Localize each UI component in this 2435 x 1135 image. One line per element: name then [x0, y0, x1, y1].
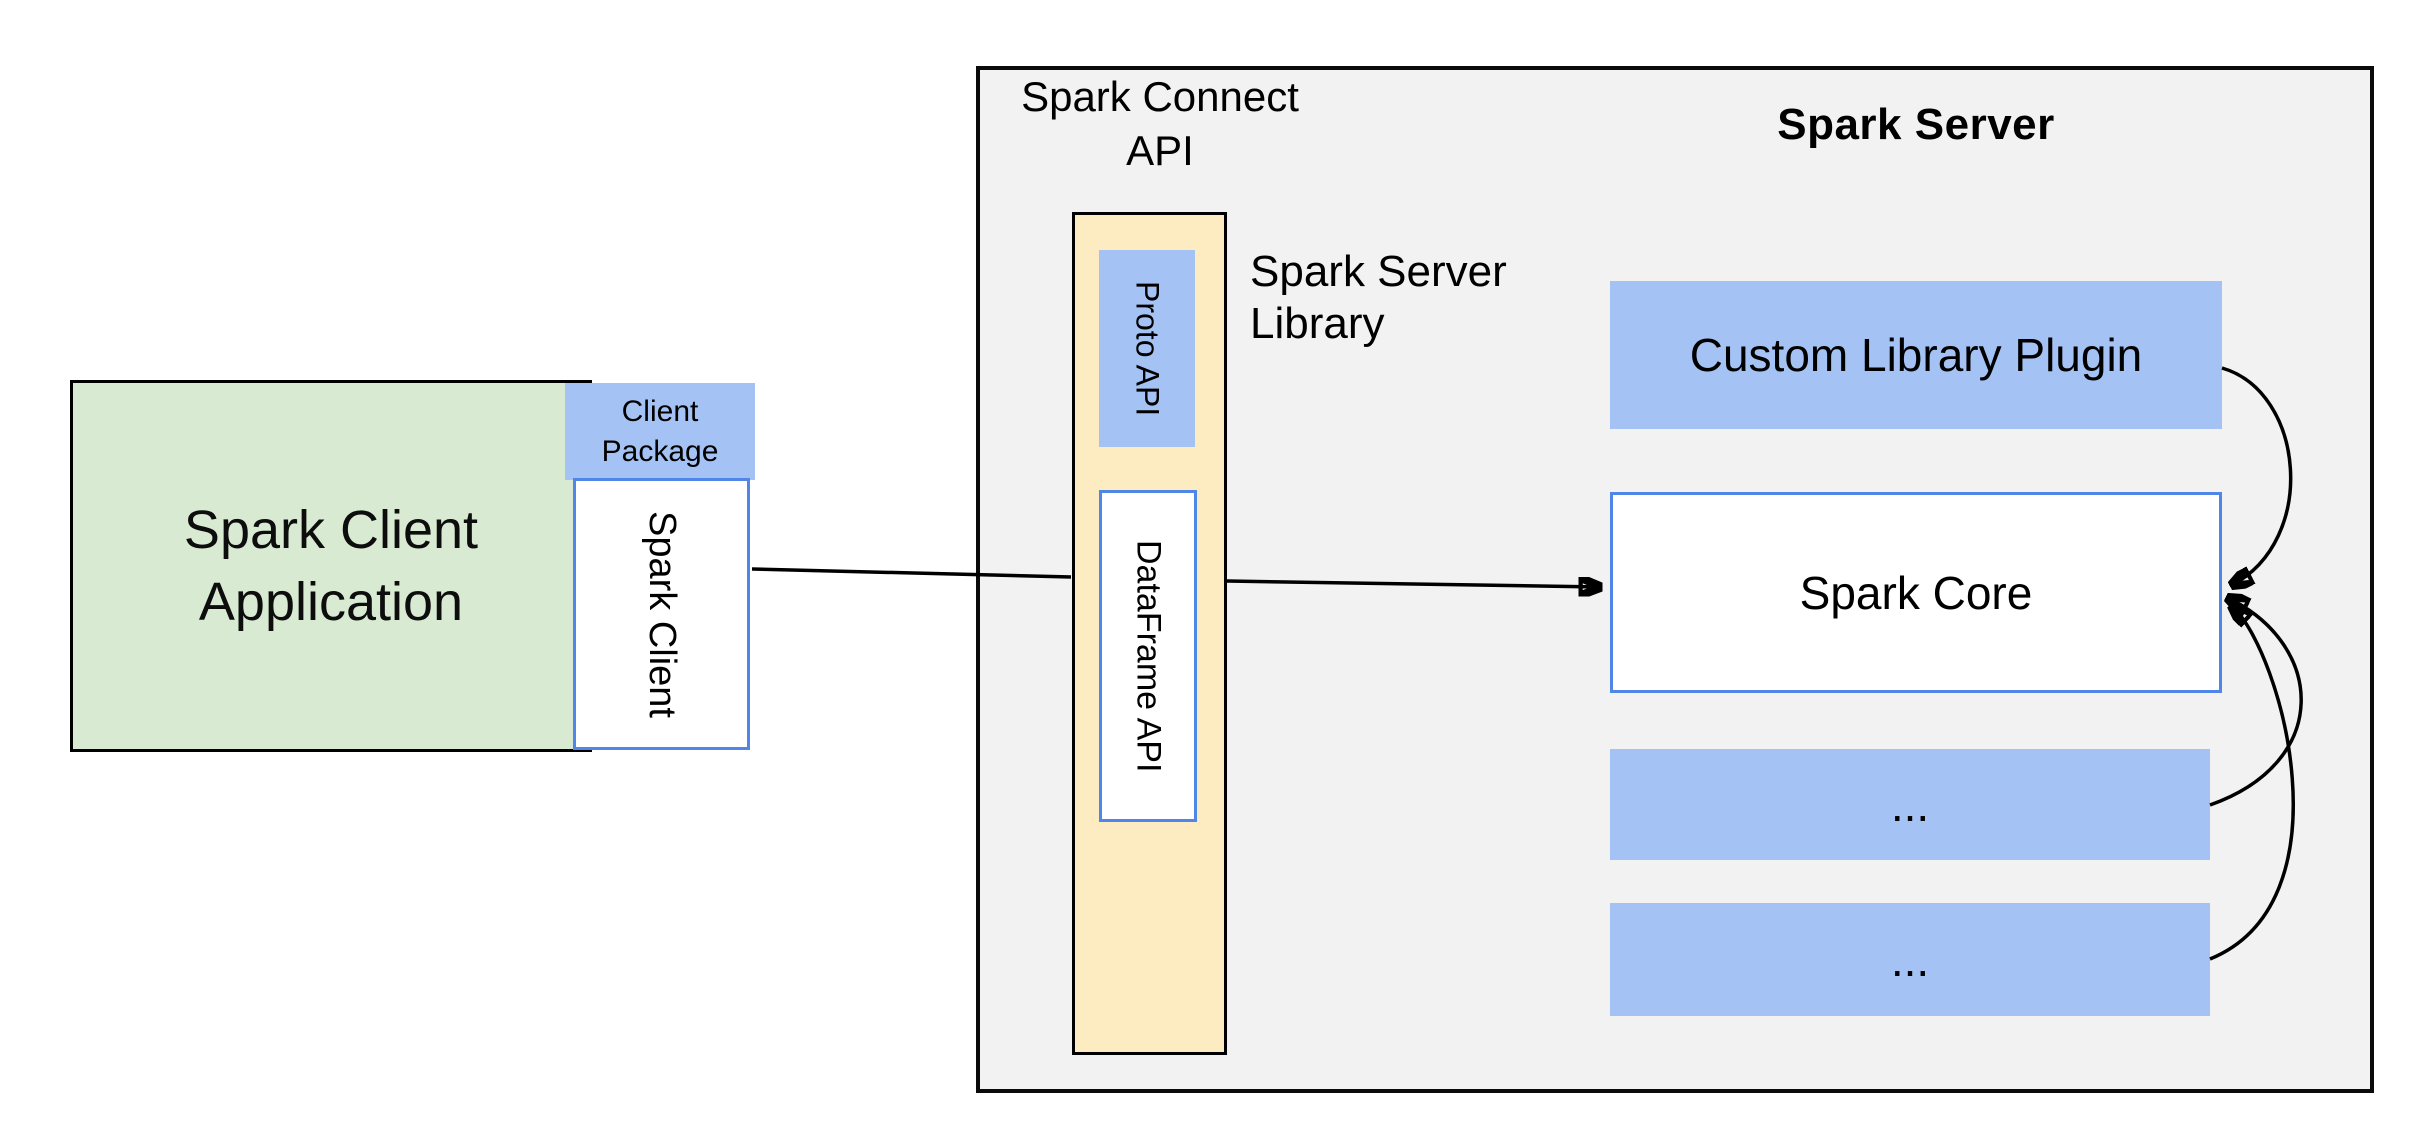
spark-server-title: Spark Server	[1777, 100, 2055, 149]
custom-library-plugin-box: Custom Library Plugin	[1610, 281, 2222, 429]
spark-client-box: Spark Client	[573, 478, 750, 750]
spark-client-application-line2: Application	[198, 572, 464, 632]
proto-api-label: Proto API	[1129, 280, 1166, 417]
more-plugins-box-bottom: ...	[1610, 903, 2210, 1016]
spark-server-library-line2: Library	[1250, 299, 1385, 348]
more-plugins-top-label: ...	[1890, 778, 1930, 831]
client-package-label: Client Package	[602, 392, 719, 472]
custom-library-plugin-label: Custom Library Plugin	[1689, 329, 2143, 381]
more-plugins-bottom-label: ...	[1890, 933, 1930, 986]
spark-client-application-label: Spark Client Application	[184, 494, 478, 638]
spark-connect-api-line1: Spark Connect	[1021, 73, 1299, 120]
spark-client-label: Spark Client	[641, 510, 683, 718]
spark-client-application-box: Spark Client Application	[70, 380, 592, 752]
spark-connect-api-line2: API	[1126, 127, 1194, 174]
spark-connect-api-label: Spark Connect API	[1010, 70, 1310, 178]
spark-core-box: Spark Core	[1610, 492, 2222, 693]
client-package-box: Client Package	[565, 383, 755, 480]
spark-server-library-line1: Spark Server	[1250, 247, 1507, 296]
spark-client-application-line1: Spark Client	[183, 500, 479, 560]
client-package-line2: Package	[601, 434, 719, 468]
dataframe-api-label: DataFrame API	[1129, 539, 1168, 773]
dataframe-api-box: DataFrame API	[1099, 490, 1197, 822]
proto-api-box: Proto API	[1099, 250, 1195, 447]
client-package-line1: Client	[621, 394, 699, 428]
spark-core-label: Spark Core	[1799, 566, 2033, 619]
more-plugins-box-top: ...	[1610, 749, 2210, 860]
spark-server-library-label: Spark Server Library	[1250, 246, 1580, 350]
